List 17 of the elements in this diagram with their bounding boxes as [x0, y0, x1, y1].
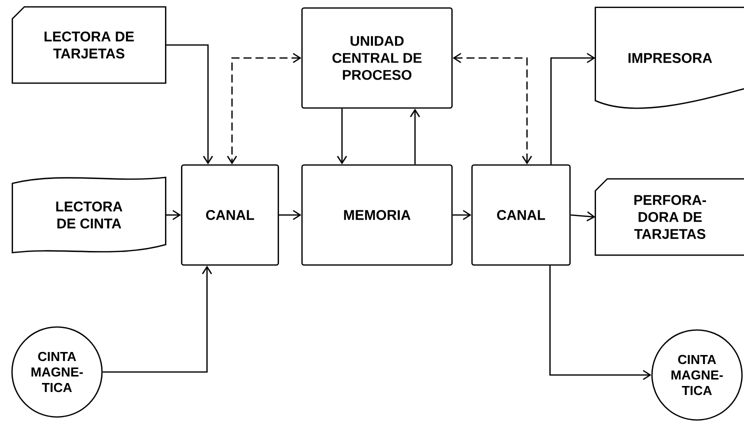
arrow [410, 108, 420, 164]
arrow [570, 211, 596, 222]
process-box: MEMORIA [301, 164, 453, 266]
arrow [226, 52, 302, 164]
arrow [452, 210, 472, 220]
arrow [102, 266, 212, 373]
document-shape: IMPRESORA [594, 6, 744, 109]
process-box: CANAL [181, 164, 279, 266]
process-box: UNIDAD CENTRAL DE PROCESO [301, 7, 453, 109]
arrow [279, 210, 302, 220]
arrow [166, 210, 182, 220]
arrow [336, 108, 348, 164]
arrow [549, 266, 652, 380]
arrow [550, 52, 596, 164]
arrow [452, 52, 532, 164]
process-box: CANAL [471, 164, 571, 266]
arrow [166, 44, 214, 164]
